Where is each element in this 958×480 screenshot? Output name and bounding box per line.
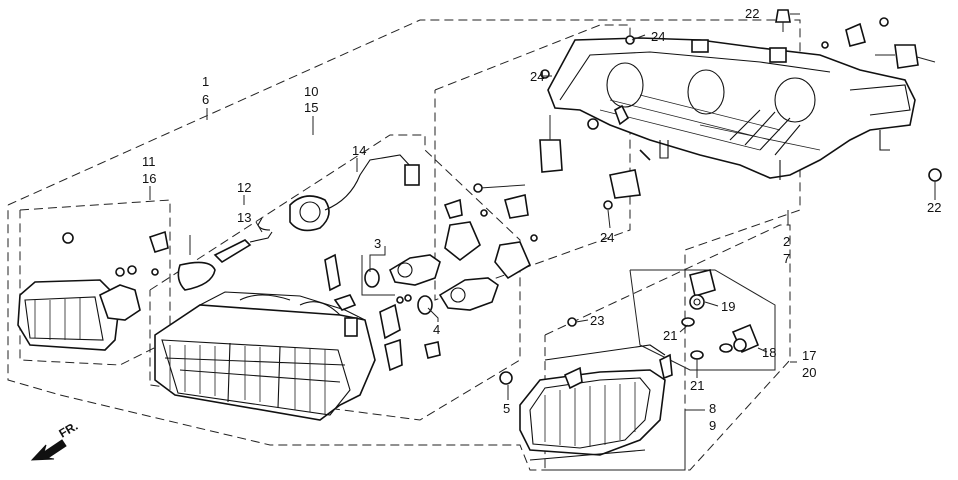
callout-9: 9	[709, 418, 716, 433]
callout-21-lower: 21	[690, 378, 704, 393]
callout-22-top: 22	[745, 6, 759, 21]
frame-combination	[544, 224, 791, 471]
callout-2: 2	[783, 234, 790, 249]
callout-7: 7	[783, 251, 790, 266]
callout-17: 17	[802, 348, 816, 363]
callout-15: 15	[304, 100, 318, 115]
callout-24-left: 24	[530, 69, 544, 84]
callout-14: 14	[352, 143, 366, 158]
callout-20: 20	[802, 365, 816, 380]
callout-5: 5	[503, 401, 510, 416]
fr-label: FR.	[57, 419, 81, 441]
frame-bulbs	[361, 255, 395, 296]
callout-13: 13	[237, 210, 251, 225]
headlight-bulbs	[364, 183, 538, 315]
frame-sockets	[629, 269, 776, 371]
light-sockets	[681, 269, 760, 360]
front-direction-arrow: FR.	[30, 419, 81, 461]
callout-19: 19	[721, 299, 735, 314]
callout-8: 8	[709, 401, 716, 416]
callout-6: 6	[202, 92, 209, 107]
callout-12: 12	[237, 180, 251, 195]
main-headlight	[154, 291, 376, 421]
frame-outer	[7, 19, 801, 471]
callout-11: 11	[142, 154, 156, 169]
callout-18: 18	[762, 345, 776, 360]
headlight-mount-bracket	[547, 37, 916, 180]
callout-1: 1	[202, 74, 209, 89]
callout-24-bottom: 24	[600, 230, 614, 245]
callouts: 1 6 10 15 14 11 16 12 13 3 4 22 24 24 24…	[142, 6, 941, 433]
leader-lines	[149, 13, 936, 470]
callout-24-top: 24	[651, 29, 665, 44]
callout-16: 16	[142, 171, 156, 186]
callout-22-right: 22	[927, 200, 941, 215]
callout-10: 10	[304, 84, 318, 99]
callout-4: 4	[433, 322, 440, 337]
corner-light	[17, 230, 169, 351]
callout-23: 23	[590, 313, 604, 328]
arrow-icon	[30, 439, 67, 461]
combination-light	[499, 317, 673, 461]
callout-3: 3	[374, 236, 381, 251]
headlight-components	[177, 154, 441, 372]
callout-21-upper: 21	[663, 328, 677, 343]
hardware-bracket	[539, 9, 942, 210]
